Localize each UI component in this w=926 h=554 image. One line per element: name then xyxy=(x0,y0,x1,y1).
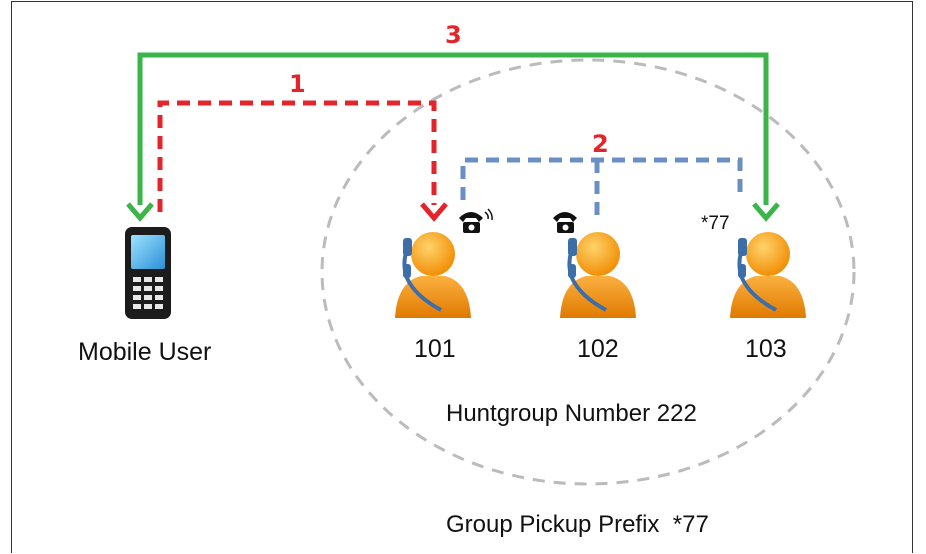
telephone-icon xyxy=(459,208,493,233)
step-3-arrow xyxy=(126,52,780,222)
user-headset-icon xyxy=(558,230,638,320)
mobile-user-label: Mobile User xyxy=(78,338,212,366)
huntgroup-circle xyxy=(320,58,856,486)
step-3-label: 3 xyxy=(445,21,462,49)
extension-102-label: 102 xyxy=(577,335,619,363)
step-2-label: 2 xyxy=(592,130,609,158)
step-1-arrow xyxy=(157,100,448,222)
mobile-phone-icon xyxy=(125,227,171,319)
telephone-icon xyxy=(553,212,577,233)
step-1-label: 1 xyxy=(289,70,306,98)
extension-103-label: 103 xyxy=(745,335,787,363)
diagram-frame xyxy=(11,1,913,553)
pickup-prefix-label: *77 xyxy=(701,213,730,234)
step-2-connector xyxy=(460,157,743,222)
extension-101-label: 101 xyxy=(414,335,456,363)
huntgroup-label: Huntgroup Number 222 xyxy=(446,400,697,427)
user-headset-icon xyxy=(728,230,808,320)
user-headset-icon xyxy=(393,230,473,320)
group-pickup-label: Group Pickup Prefix *77 xyxy=(446,511,709,538)
